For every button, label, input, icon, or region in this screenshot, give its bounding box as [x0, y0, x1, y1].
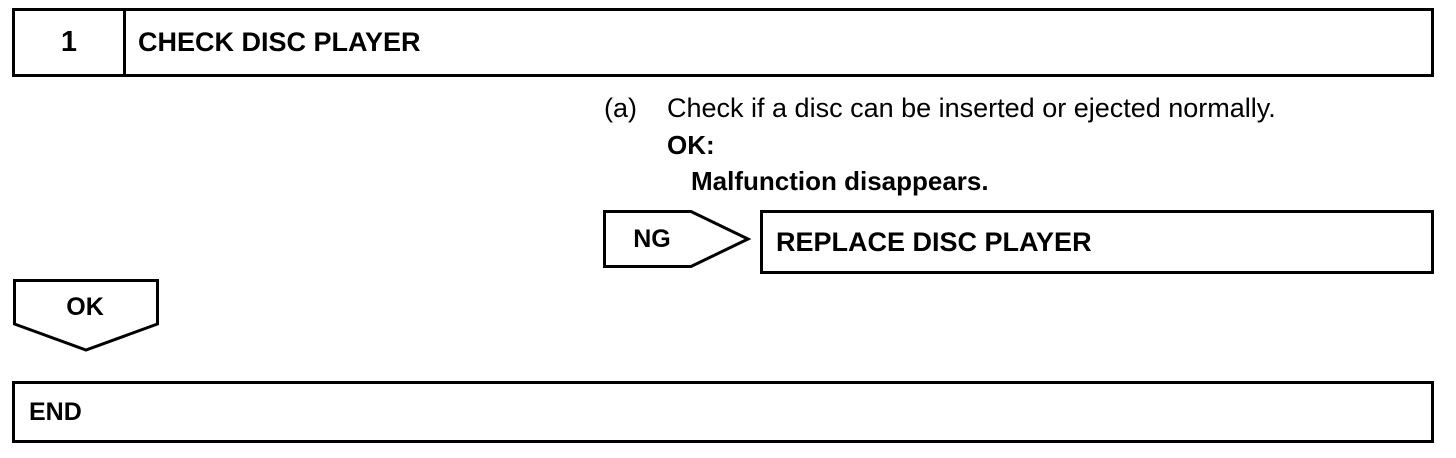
ok-arrow-label: OK: [66, 292, 104, 321]
ng-result-text: REPLACE DISC PLAYER: [776, 226, 1092, 257]
end-box: END: [12, 381, 1434, 443]
ok-criteria-label: OK:: [667, 130, 715, 160]
ng-label: NG: [633, 224, 671, 253]
end-text: END: [29, 397, 82, 426]
ng-arrow-shape: [603, 210, 752, 268]
ng-result-box: REPLACE DISC PLAYER: [760, 210, 1434, 274]
instruction-marker: (a): [604, 93, 637, 123]
step-header: 1 CHECK DISC PLAYER: [12, 8, 1434, 77]
step-title: CHECK DISC PLAYER: [138, 27, 421, 57]
step-number: 1: [15, 11, 126, 74]
ok-arrow-shape: [13, 279, 159, 352]
ok-criteria-detail: Malfunction disappears.: [691, 166, 989, 196]
instruction-text: Check if a disc can be inserted or eject…: [667, 93, 1276, 123]
